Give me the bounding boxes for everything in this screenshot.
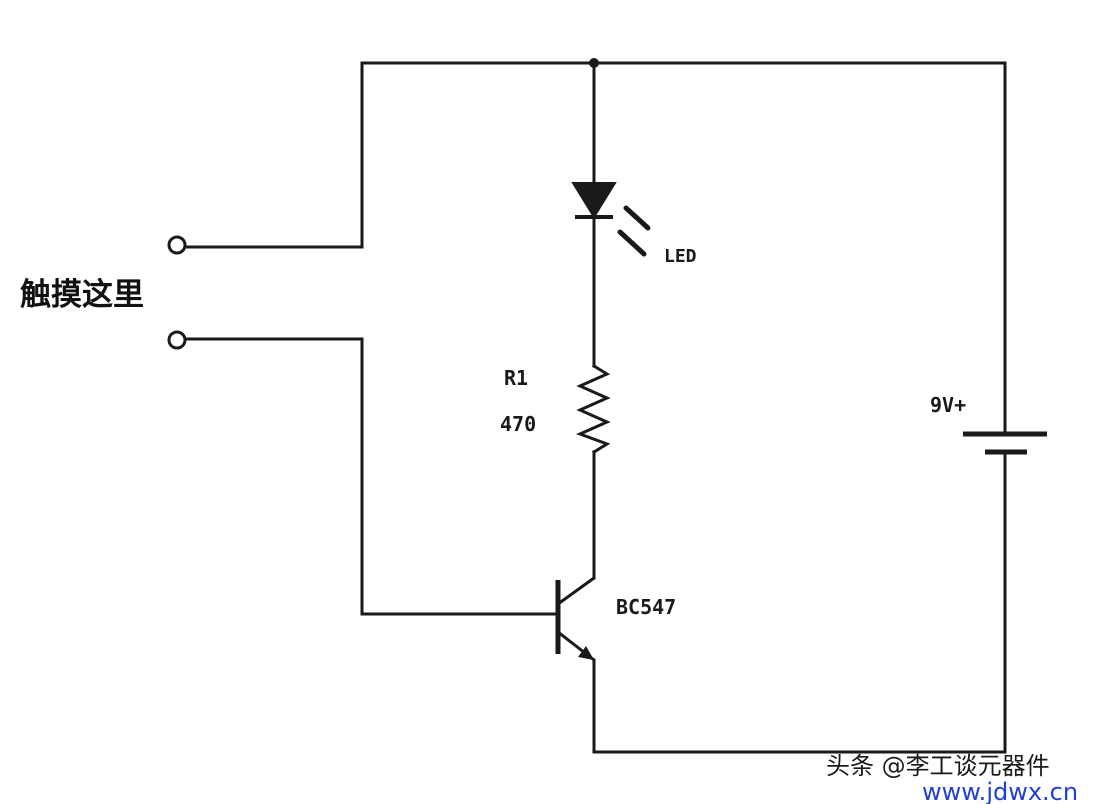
transistor-bc547-symbol bbox=[555, 576, 595, 662]
resistor-r1-symbol bbox=[576, 363, 611, 455]
top-rail-wire bbox=[360, 61, 1007, 436]
bottom-rail-wire bbox=[592, 450, 1007, 754]
touch-terminal-bottom bbox=[167, 330, 187, 350]
touch-terminal-bottom-wire bbox=[184, 337, 558, 616]
led-diode-symbol bbox=[571, 182, 617, 219]
watermark-url: www.jdwx.cn bbox=[922, 778, 1078, 804]
battery-label: 9V+ bbox=[930, 393, 966, 417]
watermark-text: 头条 @李工谈元器件 bbox=[826, 752, 1050, 780]
touch-terminal-top bbox=[167, 235, 187, 255]
battery-symbol bbox=[963, 431, 1047, 455]
led-label: LED bbox=[664, 246, 697, 267]
resistor-name-label: R1 bbox=[504, 366, 528, 390]
led-light-arrows bbox=[617, 205, 651, 257]
transistor-label: BC547 bbox=[616, 595, 676, 619]
resistor-value-label: 470 bbox=[500, 412, 536, 436]
touch-here-label: 触摸这里 bbox=[20, 277, 144, 313]
